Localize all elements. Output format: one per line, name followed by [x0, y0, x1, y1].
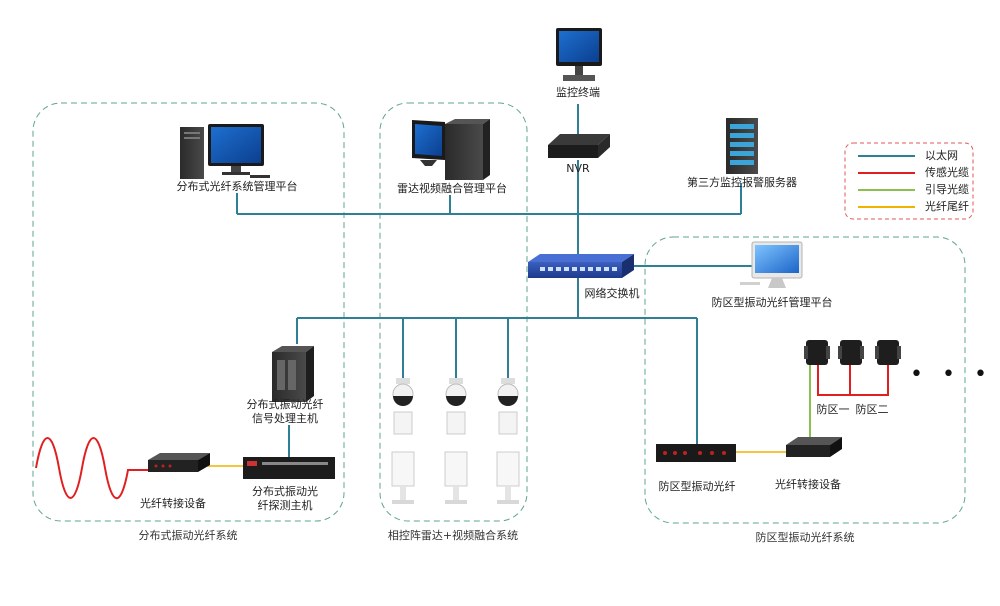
- workstation-icon: [412, 119, 490, 180]
- group-radar-border: [379, 102, 528, 522]
- network-switch-label: 网络交换机: [584, 287, 640, 300]
- probe-host-label-line1: 分布式振动光: [252, 485, 318, 498]
- processing-host-icon: [272, 346, 314, 402]
- third-party-server-label: 第三方监控报警服务器: [687, 176, 797, 189]
- legend-lead-label: 引导光缆: [925, 183, 969, 196]
- group-zone-label: 防区型振动光纤系统: [755, 531, 855, 544]
- sensing-wave: [35, 437, 148, 500]
- group-distributed-label: 分布式振动光纤系统: [138, 529, 238, 542]
- fiber-adapter-left-icon: [148, 453, 210, 472]
- imac-icon: [740, 241, 803, 288]
- group-distributed-border: [32, 102, 345, 522]
- legend-border: [844, 142, 974, 220]
- server-icon: [726, 118, 758, 174]
- probe-host-label-line2: 纤探测主机: [257, 499, 313, 512]
- more-zones-ellipsis: • • •: [910, 362, 993, 387]
- network-switch-icon: [528, 254, 634, 278]
- dist-platform-label: 分布式光纤系统管理平台: [176, 180, 298, 193]
- nvr-label: NVR: [566, 162, 590, 175]
- nvr-icon: [548, 134, 610, 158]
- radar-camera-unit-1: [391, 378, 415, 504]
- fiber-adapter-right-icon: [786, 437, 842, 457]
- probe-host-icon: [243, 457, 335, 479]
- zone-fiber-label: 防区型振动光纤: [658, 480, 736, 493]
- radar-camera-unit-3: [496, 378, 520, 504]
- dist-host-label-line1: 分布式振动光纤: [246, 398, 324, 411]
- ethernet-links: [236, 104, 752, 458]
- group-zone-border: [644, 236, 966, 524]
- zone-1-label: 防区一: [816, 403, 850, 416]
- zone-2-label: 防区二: [855, 403, 889, 416]
- dist-host-label-line2: 信号处理主机: [252, 412, 318, 425]
- zone-sensing-cables: [817, 362, 889, 396]
- legend-pigtail-label: 光纤尾纤: [925, 200, 969, 213]
- legend-sensing-label: 传感光缆: [925, 166, 969, 179]
- junction-box-icons: [804, 340, 901, 365]
- monitor-terminal-icon: [556, 28, 602, 81]
- radar-camera-unit-2: [444, 378, 468, 504]
- zone-fiber-device-icon: [656, 444, 736, 462]
- group-radar-label: 相控阵雷达+视频融合系统: [387, 529, 519, 542]
- legend-ethernet-label: 以太网: [925, 149, 958, 162]
- fiber-adapter-right-label: 光纤转接设备: [775, 478, 841, 491]
- desktop-pc-icon: [180, 124, 270, 179]
- fiber-adapter-left-label: 光纤转接设备: [140, 497, 206, 510]
- zone-platform-label: 防区型振动光纤管理平台: [711, 296, 833, 309]
- radar-platform-label: 雷达视频融合管理平台: [397, 182, 507, 195]
- monitor-terminal-label: 监控终端: [556, 86, 600, 99]
